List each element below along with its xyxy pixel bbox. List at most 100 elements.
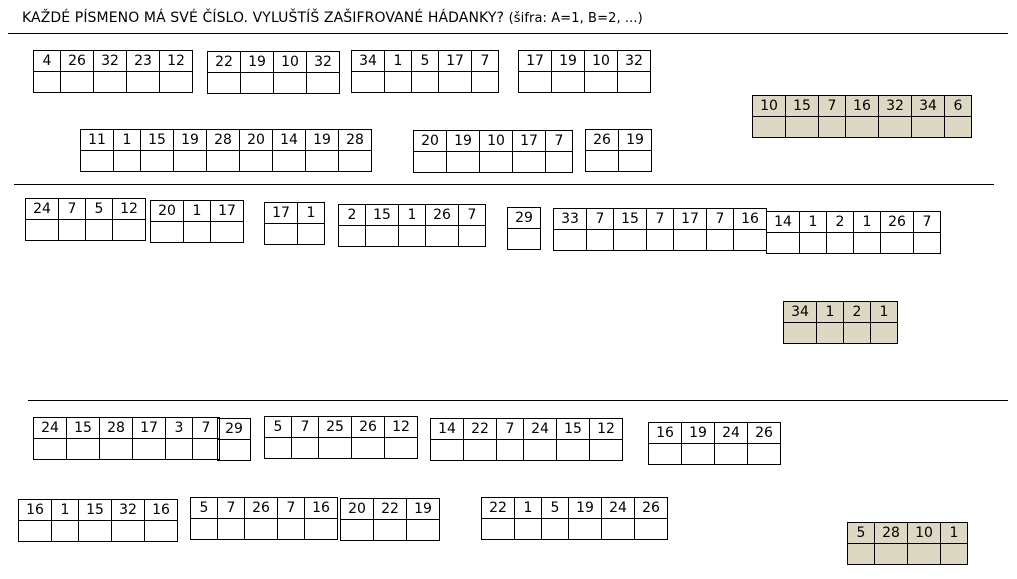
answer-box[interactable] [425, 225, 459, 247]
answer-box[interactable]: ´ [183, 221, 211, 243]
answer-box[interactable] [556, 439, 590, 461]
answer-box[interactable] [132, 438, 166, 460]
answer-box[interactable] [870, 322, 898, 344]
answer-box[interactable] [18, 520, 52, 542]
answer-box[interactable] [206, 150, 240, 172]
answer-box[interactable] [190, 518, 218, 540]
answer-box[interactable] [33, 438, 67, 460]
answer-box[interactable] [479, 151, 513, 173]
answer-box[interactable] [140, 150, 174, 172]
answer-box[interactable] [305, 150, 339, 172]
answer-box[interactable] [681, 443, 715, 465]
answer-box[interactable] [584, 71, 618, 93]
answer-box[interactable] [126, 71, 160, 93]
answer-box[interactable] [240, 72, 274, 94]
answer-box[interactable] [496, 439, 524, 461]
answer-box[interactable]: ´ [589, 439, 623, 461]
answer-box[interactable] [277, 518, 305, 540]
answer-box[interactable] [351, 71, 385, 93]
answer-box[interactable] [446, 151, 480, 173]
answer-box[interactable]: ´ [706, 229, 734, 251]
answer-box[interactable] [523, 439, 557, 461]
answer-box[interactable] [585, 150, 619, 172]
answer-box[interactable] [880, 232, 914, 254]
answer-box[interactable] [306, 72, 340, 94]
answer-box[interactable] [568, 518, 602, 540]
answer-box[interactable] [586, 229, 614, 251]
answer-box[interactable] [518, 71, 552, 93]
answer-box[interactable] [907, 543, 941, 565]
answer-box[interactable] [766, 232, 800, 254]
answer-box[interactable] [541, 518, 569, 540]
answer-box[interactable] [648, 443, 682, 465]
answer-box[interactable] [747, 443, 781, 465]
answer-box[interactable] [273, 72, 307, 94]
answer-box[interactable] [264, 437, 292, 459]
answer-box[interactable] [58, 219, 86, 241]
answer-box[interactable] [384, 437, 418, 459]
answer-box[interactable] [714, 443, 748, 465]
answer-box[interactable] [618, 150, 652, 172]
answer-box[interactable]: ˇ [458, 225, 486, 247]
answer-box[interactable] [272, 150, 306, 172]
answer-box[interactable] [264, 223, 298, 245]
answer-box[interactable] [51, 520, 79, 542]
answer-box[interactable] [733, 229, 767, 251]
answer-box[interactable] [463, 439, 497, 461]
answer-box[interactable] [365, 225, 399, 247]
answer-box[interactable] [93, 71, 127, 93]
answer-box[interactable] [207, 72, 241, 94]
answer-box[interactable] [338, 225, 366, 247]
answer-box[interactable]: ´ [398, 225, 426, 247]
answer-box[interactable] [33, 71, 61, 93]
answer-box[interactable]: ´ [816, 322, 844, 344]
answer-box[interactable] [481, 518, 515, 540]
answer-box[interactable] [826, 232, 854, 254]
answer-box[interactable] [165, 438, 193, 460]
answer-box[interactable]: ´ [111, 520, 145, 542]
answer-box[interactable] [173, 150, 207, 172]
answer-box[interactable] [818, 116, 846, 138]
answer-box[interactable] [217, 439, 251, 461]
answer-box[interactable] [438, 71, 472, 93]
answer-box[interactable] [150, 221, 184, 243]
answer-box[interactable] [845, 116, 879, 138]
answer-box[interactable] [551, 71, 585, 93]
answer-box[interactable]: ´ [878, 116, 912, 138]
answer-box[interactable] [304, 518, 338, 540]
answer-box[interactable] [514, 518, 542, 540]
answer-box[interactable] [799, 232, 827, 254]
answer-box[interactable] [60, 71, 94, 93]
answer-box[interactable] [78, 520, 112, 542]
answer-box[interactable] [507, 228, 541, 250]
answer-box[interactable] [66, 438, 100, 460]
answer-box[interactable] [843, 322, 871, 344]
answer-box[interactable] [430, 439, 464, 461]
answer-box[interactable] [553, 229, 587, 251]
answer-box[interactable] [847, 543, 875, 565]
answer-box[interactable] [673, 229, 707, 251]
answer-box[interactable] [545, 151, 573, 173]
answer-box[interactable] [351, 437, 385, 459]
answer-box[interactable] [159, 71, 193, 93]
answer-box[interactable]: ´ [384, 71, 412, 93]
answer-box[interactable] [144, 520, 178, 542]
answer-box[interactable] [239, 150, 273, 172]
answer-box[interactable] [411, 71, 439, 93]
answer-box[interactable]: ´ [471, 71, 499, 93]
answer-box[interactable] [244, 518, 278, 540]
answer-box[interactable] [783, 322, 817, 344]
answer-box[interactable] [874, 543, 908, 565]
answer-box[interactable] [291, 437, 319, 459]
answer-box[interactable] [601, 518, 635, 540]
answer-box[interactable] [617, 71, 651, 93]
answer-box[interactable] [25, 219, 59, 241]
answer-box[interactable]: ˇ [944, 116, 972, 138]
answer-box[interactable]: ˇ [913, 232, 941, 254]
answer-box[interactable] [99, 438, 133, 460]
answer-box[interactable]: ´ [853, 232, 881, 254]
answer-box[interactable] [373, 519, 407, 541]
answer-box[interactable] [752, 116, 786, 138]
answer-box[interactable] [338, 150, 372, 172]
answer-box[interactable] [210, 221, 244, 243]
